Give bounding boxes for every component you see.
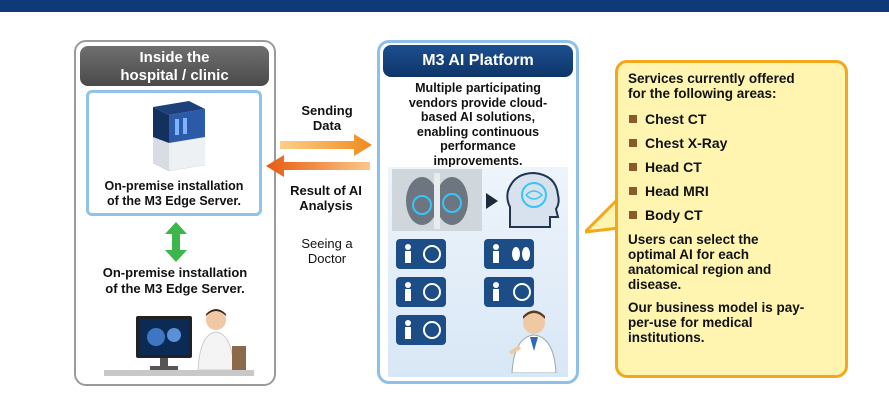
business-model-line3: institutions.: [628, 330, 705, 345]
server-caption-line2: of the M3 Edge Server.: [106, 194, 242, 208]
vendor-icons: [405, 244, 531, 339]
play-arrow-icon: [486, 193, 498, 209]
hospital-title: Inside the hospital / clinic: [80, 46, 269, 86]
platform-desc-line3: based AI solutions,: [420, 110, 536, 124]
vendor-tile-3: [396, 277, 446, 307]
service-area-item: Head CT: [628, 159, 835, 175]
square-bullet-icon: [629, 187, 637, 195]
result-arrow-icon: [266, 155, 370, 177]
lower-caption-line1: On-premise installation: [102, 265, 248, 280]
selection-note-line3: anatomical region and: [628, 262, 772, 277]
square-bullet-icon: [629, 163, 637, 171]
platform-desc-line4: enabling continuous: [416, 124, 540, 139]
service-area-item: Body CT: [628, 207, 835, 223]
selection-note-line4: disease.: [628, 277, 682, 292]
platform-desc-line5: performance: [440, 139, 516, 153]
services-heading-line2: for the following areas:: [628, 86, 777, 101]
service-area-label: Chest CT: [645, 111, 707, 127]
sending-label-line1: Sending: [301, 103, 353, 118]
vendor-tile-4: [484, 277, 534, 307]
seeing-label-line1: Seeing a: [301, 236, 353, 251]
square-bullet-icon: [629, 139, 637, 147]
service-area-label: Body CT: [645, 207, 703, 223]
square-bullet-icon: [629, 115, 637, 123]
service-area-item: Chest CT: [628, 111, 835, 127]
seeing-label-line2: Doctor: [307, 251, 347, 266]
edge-server-icon: [153, 101, 205, 171]
chest-xray-icon: [392, 169, 482, 231]
hospital-title-line2: hospital / clinic: [120, 67, 229, 84]
lower-caption-line2: of the M3 Edge Server.: [105, 281, 245, 296]
business-model-note: Our business model is pay- per-use for m…: [628, 300, 835, 345]
square-bullet-icon: [629, 211, 637, 219]
vendor-tile-1: [396, 239, 446, 269]
ai-platform-illustration: [388, 167, 568, 377]
platform-desc-line1: Multiple participating: [415, 81, 541, 95]
services-heading-line1: Services currently offered: [628, 71, 795, 86]
ai-head-icon: [506, 171, 560, 228]
business-model-line1: Our business model is pay-: [628, 300, 805, 315]
hospital-title-line1: Inside the: [139, 49, 210, 66]
selection-note-line2: optimal AI for each: [628, 247, 750, 262]
selection-note-line1: Users can select the: [628, 232, 759, 247]
platform-title: M3 AI Platform: [383, 45, 573, 77]
platform-desc-line6: improvements.: [433, 153, 523, 168]
service-area-label: Head CT: [645, 159, 702, 175]
result-label-line1: Result of AI: [290, 183, 362, 198]
header-bar: [0, 0, 889, 12]
result-label-line2: Analysis: [299, 198, 353, 213]
doctor-workstation-illustration: [104, 309, 254, 376]
service-area-label: Head MRI: [645, 183, 709, 199]
server-caption-line1: On-premise installation: [104, 179, 244, 193]
service-area-item: Chest X-Ray: [628, 135, 835, 151]
business-model-line2: per-use for medical: [628, 315, 753, 330]
platform-description: Multiple participating vendors provide c…: [386, 81, 570, 168]
service-area-item: Head MRI: [628, 183, 835, 199]
send-data-arrow-icon: [280, 134, 372, 156]
selection-note: Users can select the optimal AI for each…: [628, 232, 835, 292]
doctor-icon: [508, 310, 557, 373]
platform-desc-line2: vendors provide cloud-: [408, 95, 548, 110]
service-area-label: Chest X-Ray: [645, 135, 728, 151]
sending-label-line2: Data: [312, 118, 342, 133]
edge-server-box: On-premise installation of the M3 Edge S…: [86, 90, 262, 216]
services-callout: Services currently offered for the follo…: [615, 60, 848, 378]
vendor-tile-5: [396, 315, 446, 345]
bidirectional-arrow-icon: [165, 222, 187, 262]
